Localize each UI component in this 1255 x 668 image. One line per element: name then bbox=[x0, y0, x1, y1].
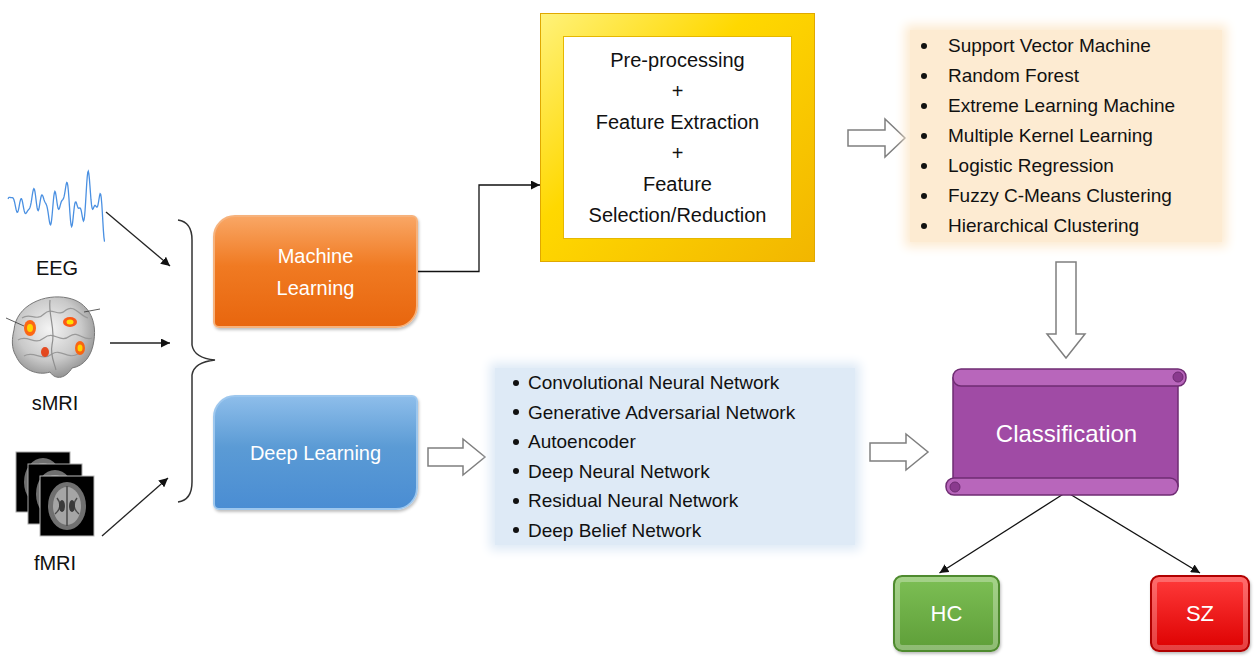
node-text: + bbox=[672, 138, 684, 169]
input-arrow bbox=[106, 212, 170, 266]
bullet-dot bbox=[921, 223, 927, 229]
modality-label-text: fMRI bbox=[34, 552, 76, 574]
node-content: Convolutional Neural NetworkGenerative A… bbox=[505, 368, 850, 545]
list-item: Extreme Learning Machine bbox=[948, 91, 1175, 121]
modality-label-text: sMRI bbox=[32, 392, 79, 414]
arrow-line bbox=[940, 492, 1067, 573]
bullet-dot bbox=[921, 103, 927, 109]
node-content: Deep Learning bbox=[235, 405, 396, 500]
bullet-dot bbox=[921, 193, 927, 199]
node-content: Support Vector MachineRandom ForestExtre… bbox=[915, 31, 1217, 241]
bullet-dot bbox=[513, 409, 519, 415]
bullet-dot bbox=[513, 527, 519, 533]
list-row: Random Forest bbox=[915, 61, 1217, 91]
scroll-body bbox=[953, 378, 1178, 486]
list-row: Multiple Kernel Learning bbox=[915, 121, 1217, 151]
node-text: Feature Extraction bbox=[596, 107, 759, 138]
list-row: Autoencoder bbox=[505, 427, 850, 457]
scroll-curl bbox=[1173, 372, 1183, 382]
list-item: Hierarchical Clustering bbox=[948, 211, 1139, 241]
class-box: HC bbox=[893, 575, 1000, 652]
list-item: Random Forest bbox=[948, 61, 1079, 91]
list-item: Autoencoder bbox=[528, 427, 636, 457]
input-arrow bbox=[110, 342, 170, 343]
modality-label: EEG bbox=[12, 255, 102, 281]
bullet-dot bbox=[513, 468, 519, 474]
process-box: Deep Learning bbox=[213, 395, 418, 510]
node-text: SZ bbox=[1186, 600, 1214, 628]
input-arrow bbox=[102, 478, 168, 536]
node-text: + bbox=[672, 76, 684, 107]
bullet-dot bbox=[921, 163, 927, 169]
scroll-roll bbox=[953, 369, 1186, 386]
scroll-box: Classification bbox=[943, 365, 1190, 500]
list-item: Convolutional Neural Network bbox=[528, 368, 779, 398]
node-text: Machine Learning bbox=[260, 240, 371, 304]
node-text: Classification bbox=[996, 419, 1137, 449]
list-item: Deep Neural Network bbox=[528, 457, 710, 487]
list-row: Extreme Learning Machine bbox=[915, 91, 1217, 121]
node-content: Classification bbox=[969, 391, 1164, 476]
list-row: Support Vector Machine bbox=[915, 31, 1217, 61]
node-text: Deep Learning bbox=[250, 437, 381, 469]
list-row: Fuzzy C-Means Clustering bbox=[915, 181, 1217, 211]
eeg-trace bbox=[8, 171, 105, 241]
bullet-dot bbox=[513, 439, 519, 445]
block-arrow bbox=[428, 439, 485, 475]
node-content: Pre-processing+Feature Extraction+Featur… bbox=[571, 38, 784, 237]
method-list: Support Vector MachineRandom ForestExtre… bbox=[910, 30, 1222, 242]
list-item: Generative Adversarial Network bbox=[528, 398, 795, 428]
node-text: Feature Selection/Reduction bbox=[571, 169, 784, 231]
arrow-line bbox=[1067, 492, 1201, 573]
node-text: Pre-processing bbox=[610, 45, 745, 76]
bullet-dot bbox=[921, 73, 927, 79]
scroll-curl bbox=[950, 482, 960, 492]
node-text: HC bbox=[931, 600, 963, 628]
block-arrow bbox=[870, 434, 928, 470]
modality-label: fMRI bbox=[10, 550, 100, 576]
node-content: HC bbox=[905, 585, 988, 642]
bullet-dot bbox=[513, 498, 519, 504]
list-item: Fuzzy C-Means Clustering bbox=[948, 181, 1172, 211]
list-row: Generative Adversarial Network bbox=[505, 398, 850, 428]
block-arrow bbox=[1047, 262, 1085, 358]
scroll-roll bbox=[946, 478, 1178, 495]
list-item: Deep Belief Network bbox=[528, 516, 701, 546]
list-row: Hierarchical Clustering bbox=[915, 211, 1217, 241]
process-box: Machine Learning bbox=[213, 215, 418, 328]
list-item: Support Vector Machine bbox=[948, 31, 1151, 61]
arrow-line bbox=[418, 185, 540, 272]
smri-brain-image bbox=[6, 297, 100, 377]
bullet-dot bbox=[921, 133, 927, 139]
list-row: Residual Neural Network bbox=[505, 486, 850, 516]
list-row: Deep Neural Network bbox=[505, 457, 850, 487]
list-item: Multiple Kernel Learning bbox=[948, 121, 1153, 151]
node-content: Machine Learning bbox=[260, 225, 371, 318]
modality-label: sMRI bbox=[10, 390, 100, 416]
list-row: Convolutional Neural Network bbox=[505, 368, 850, 398]
node-content: SZ bbox=[1162, 585, 1238, 642]
modality-label-text: EEG bbox=[36, 257, 78, 279]
bullet-dot bbox=[513, 380, 519, 386]
list-row: Deep Belief Network bbox=[505, 516, 850, 546]
class-box: SZ bbox=[1150, 575, 1250, 652]
bullet-dot bbox=[921, 43, 927, 49]
method-list: Convolutional Neural NetworkGenerative A… bbox=[495, 368, 855, 545]
input-bracket bbox=[178, 220, 215, 502]
block-arrow bbox=[848, 119, 905, 157]
process-box: Pre-processing+Feature Extraction+Featur… bbox=[540, 13, 815, 262]
list-item: Logistic Regression bbox=[948, 151, 1114, 181]
list-row: Logistic Regression bbox=[915, 151, 1217, 181]
eeg-waveform bbox=[8, 171, 105, 241]
fmri-slice-stack bbox=[16, 452, 94, 536]
list-item: Residual Neural Network bbox=[528, 486, 738, 516]
